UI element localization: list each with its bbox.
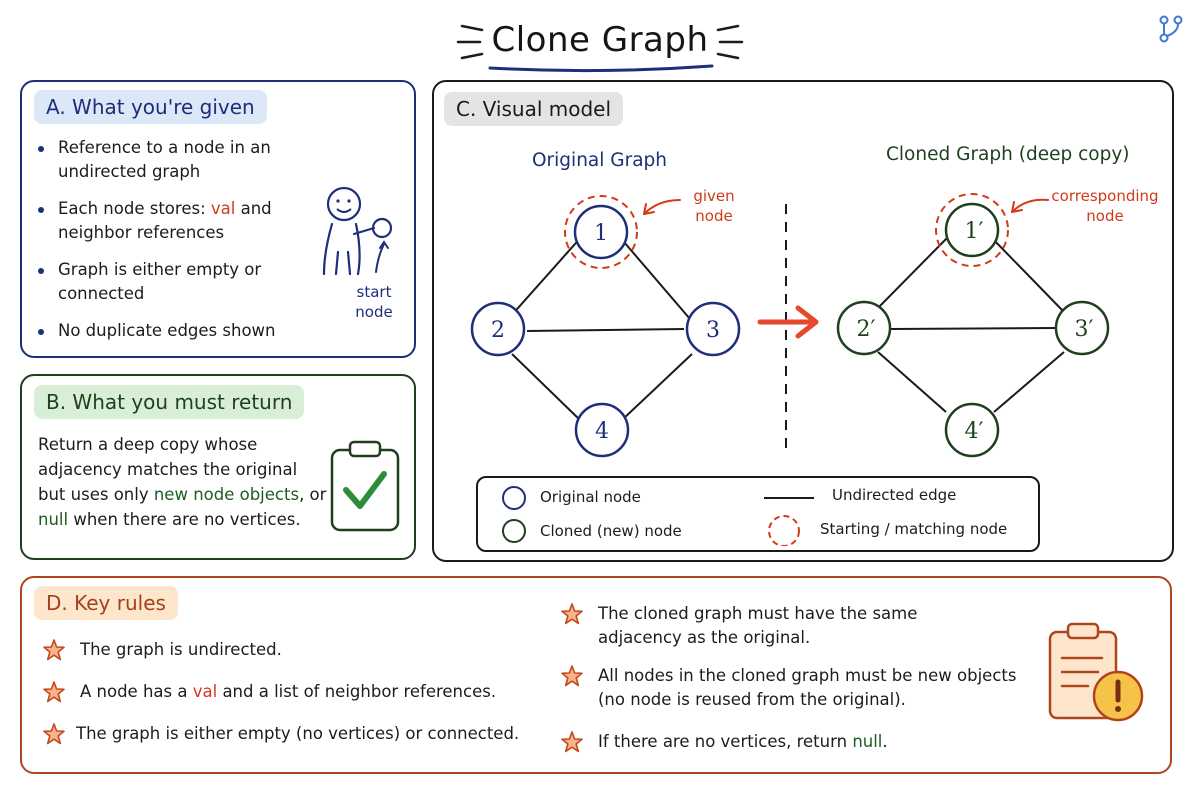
clipboard-check-icon (330, 440, 400, 532)
matching-node-ring (935, 193, 1009, 267)
edge-1c-2c (873, 234, 951, 313)
rule-item: If there are no vertices, return null. (598, 732, 888, 751)
bullet (38, 268, 44, 274)
bullet (38, 207, 44, 213)
page-title: Clone Graph (491, 20, 709, 60)
given-annotation-arrow (643, 199, 681, 215)
edge-1-3 (617, 234, 697, 327)
branch-icon[interactable] (1156, 14, 1186, 44)
original-node-3: 3 (685, 301, 741, 357)
return-description: Return a deep copy whose adjacency match… (38, 435, 327, 529)
star-icon (561, 603, 583, 625)
list-item: Each node stores: val and neighbor refer… (38, 197, 298, 245)
rule-item: The graph is either empty (no vertices) … (76, 724, 520, 743)
panel-key-rules: D. Key rules The graph is undirected. A … (20, 576, 1172, 774)
arrow-right-icon (757, 305, 819, 339)
panel-visual-model: C. Visual model Original Graph Cloned Gr… (432, 80, 1174, 562)
list-item: Graph is either empty or connected (38, 258, 298, 306)
graph-canvas: 1 2 3 4 1′ 2′ 3′ 4′ (470, 193, 1110, 458)
cloned-node-3: 3′ (1054, 300, 1110, 356)
panel-given: A. What you're given Reference to a node… (20, 80, 416, 358)
legend-starting-node: Starting / matching node (820, 520, 1008, 538)
edge-2c-3c (889, 327, 1057, 330)
svg-text:2′: 2′ (857, 317, 876, 342)
star-icon (561, 665, 583, 687)
edge-2c-4c (877, 351, 947, 413)
clipboard-alert-icon (1048, 622, 1144, 722)
legend-original-node: Original node (540, 488, 641, 506)
original-node-1: 1 (573, 204, 629, 260)
start-node-ring (564, 195, 638, 269)
rule-item: All nodes in the cloned graph must be ne… (598, 666, 1017, 709)
legend-edge-swatches (764, 497, 814, 546)
star-icon (43, 639, 65, 661)
bullet (38, 329, 44, 335)
legend: Original node Cloned (new) node Undirect… (476, 476, 1040, 552)
svg-text:3: 3 (706, 318, 720, 343)
title-decoration (456, 24, 744, 73)
edge-2-4 (511, 353, 581, 421)
legend-undirected-edge: Undirected edge (832, 486, 957, 504)
person-icon (322, 186, 393, 276)
star-icon (43, 723, 65, 745)
given-node-annotation: given node (693, 187, 735, 225)
edge-2-3 (526, 328, 685, 332)
cloned-graph-title: Cloned Graph (deep copy) (886, 144, 1130, 165)
svg-text:4: 4 (595, 419, 609, 444)
cloned-node-2: 2′ (836, 300, 892, 356)
list-item: No duplicate edges shown (38, 319, 298, 343)
panel-b-tag: B. What you must return (34, 385, 305, 419)
star-icon (561, 731, 583, 753)
edge-3-4 (621, 353, 693, 421)
svg-text:1: 1 (594, 221, 608, 246)
panel-return: B. What you must return Return a deep co… (20, 374, 416, 560)
original-graph-title: Original Graph (532, 150, 668, 171)
cloned-node-1: 1′ (944, 202, 1000, 258)
svg-text:3′: 3′ (1075, 317, 1094, 342)
bullet (38, 146, 44, 152)
rule-item: A node has a val and a list of neighbor … (80, 682, 497, 701)
star-icon (43, 681, 65, 703)
rule-item: The cloned graph must have the same adja… (598, 604, 918, 647)
corresponding-annotation-arrow (1011, 198, 1049, 213)
list-item: Reference to a node in an undirected gra… (38, 136, 298, 184)
start-node-label: start node (355, 283, 393, 321)
original-node-4: 4 (574, 402, 630, 458)
title-block: Clone Graph (440, 8, 760, 78)
legend-cloned-node: Cloned (new) node (540, 522, 682, 540)
given-list: Reference to a node in an undirected gra… (38, 136, 298, 356)
edge-3c-4c (993, 351, 1065, 413)
panel-a-tag: A. What you're given (34, 90, 267, 124)
panel-c-tag: C. Visual model (444, 92, 624, 126)
legend-swatches (502, 486, 526, 543)
rule-item: The graph is undirected. (80, 640, 282, 659)
svg-text:1′: 1′ (965, 219, 984, 244)
original-node-2: 2 (470, 301, 526, 357)
cloned-node-4: 4′ (944, 402, 1000, 458)
svg-text:4′: 4′ (965, 419, 984, 444)
edge-1c-3c (988, 234, 1065, 313)
panel-d-tag: D. Key rules (34, 586, 178, 620)
svg-text:2: 2 (491, 318, 505, 343)
corresponding-node-annotation: corresponding node (1051, 187, 1159, 225)
